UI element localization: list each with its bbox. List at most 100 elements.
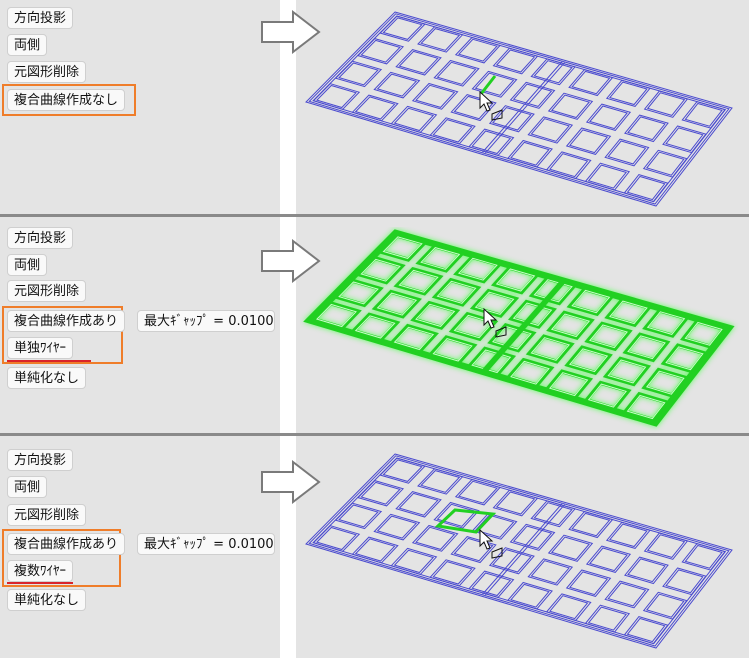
grid-cell xyxy=(454,36,501,64)
grid-cell-inner xyxy=(646,534,686,558)
outer-frame xyxy=(303,229,735,427)
grid-cell xyxy=(373,513,421,541)
grid-cell xyxy=(357,480,405,507)
grid-cell xyxy=(509,81,556,109)
composite-curve-off-button[interactable]: 複合曲線作成なし xyxy=(7,89,126,111)
grid-cell-inner xyxy=(627,335,666,360)
no-simplify-button[interactable]: 単純化なし xyxy=(7,367,87,389)
outer-frame xyxy=(305,453,733,649)
both-sides-button[interactable]: 両側 xyxy=(7,34,48,56)
grid-cell xyxy=(379,15,426,42)
grid-cell-inner xyxy=(420,470,461,493)
grid-cell-inner xyxy=(627,116,666,141)
grid-cell-inner xyxy=(589,547,628,572)
grid-cell-inner xyxy=(646,311,686,335)
grid-cell xyxy=(621,391,671,423)
grid-cell-inner xyxy=(626,617,666,643)
grid-cell xyxy=(679,319,728,349)
grid-cell xyxy=(466,346,517,377)
grid-cell-inner xyxy=(393,549,435,574)
grid-cell xyxy=(411,82,459,110)
cursor-icon xyxy=(479,528,503,559)
grid-cell xyxy=(429,117,476,145)
multiple-wire-button[interactable]: 複数ﾜｲﾔｰ xyxy=(7,560,74,582)
grid-cell xyxy=(395,49,442,76)
both-sides-button[interactable]: 両側 xyxy=(7,254,48,276)
grid-cell-inner xyxy=(587,164,627,189)
grid-cell xyxy=(566,286,615,317)
composite-curve-on-button[interactable]: 複合曲線作成あり xyxy=(7,533,126,555)
grid-cell-inner xyxy=(382,459,423,482)
grid-cell-inner xyxy=(457,480,498,504)
grid-cell xyxy=(642,591,688,620)
grid-cell xyxy=(643,90,689,118)
grid-cell xyxy=(527,116,574,144)
grid-cell xyxy=(471,70,518,98)
grid-cell xyxy=(602,356,652,387)
grid-cell-inner xyxy=(645,593,685,618)
grid-cell xyxy=(642,308,690,338)
grid-cell xyxy=(604,297,653,328)
outer-frame xyxy=(305,11,733,207)
grid-cell-inner xyxy=(569,129,609,154)
grid-cell xyxy=(547,92,594,120)
wireframe-viewport[interactable] xyxy=(300,227,749,433)
grid-cell-inner xyxy=(436,280,477,304)
grid-cell xyxy=(662,567,707,596)
projection-direction-button[interactable]: 方向投影 xyxy=(7,449,74,471)
grid-cell-inner xyxy=(315,303,357,328)
delete-original-button[interactable]: 元図形削除 xyxy=(7,504,87,526)
grid-cell-inner xyxy=(589,105,628,130)
grid-cell xyxy=(641,367,690,398)
cursor-icon xyxy=(479,90,503,121)
grid-cell-inner xyxy=(645,151,685,176)
grid-cell-inner xyxy=(569,571,609,596)
grid-cell xyxy=(584,162,631,191)
both-sides-button[interactable]: 両側 xyxy=(7,476,48,498)
max-gap-field[interactable]: 最大ｷﾞｬｯﾌﾟ = 0.0100 xyxy=(137,533,275,555)
grid-cell-inner xyxy=(550,313,591,338)
grid-cell xyxy=(490,265,541,295)
grid-cell xyxy=(585,545,632,573)
single-wire-button[interactable]: 単独ﾜｲﾔｰ xyxy=(7,337,74,359)
grid-cell xyxy=(471,512,518,540)
grid-cell-inner xyxy=(415,303,456,327)
grid-cell xyxy=(334,502,383,530)
no-simplify-button[interactable]: 単純化なし xyxy=(7,589,87,611)
wireframe-viewport[interactable] xyxy=(300,450,749,656)
grid-cell-inner xyxy=(398,50,439,74)
selected-edge xyxy=(479,75,497,95)
grid-cell-inner xyxy=(420,28,461,51)
grid-cell-inner xyxy=(432,119,473,143)
grid-cell xyxy=(527,558,574,586)
grid-cell-inner xyxy=(436,503,477,527)
right-arrow-icon xyxy=(261,10,321,54)
grid-cell-inner xyxy=(510,141,550,166)
delete-original-button[interactable]: 元図形削除 xyxy=(7,280,87,302)
max-gap-field[interactable]: 最大ｷﾞｬｯﾌﾟ = 0.0100 xyxy=(137,310,275,332)
grid-cell-inner xyxy=(415,84,456,108)
grid-cell xyxy=(388,323,439,353)
grid-cell-inner xyxy=(398,492,439,516)
grid-cell xyxy=(431,277,482,307)
grid-cell-inner xyxy=(457,257,498,281)
red-underline xyxy=(7,360,91,362)
composite-curve-on-button[interactable]: 複合曲線作成あり xyxy=(7,310,126,332)
grid-cell-inner xyxy=(432,561,473,585)
grid-cell xyxy=(390,105,438,133)
grid-cell-inner xyxy=(457,38,498,62)
projection-direction-button[interactable]: 方向投影 xyxy=(7,7,74,29)
grid-cell xyxy=(604,580,650,609)
grid-cell-inner xyxy=(495,268,536,292)
grid-cell-inner xyxy=(474,72,515,96)
grid-cell xyxy=(584,321,633,352)
center-divider xyxy=(482,61,563,153)
projection-direction-button[interactable]: 方向投影 xyxy=(7,227,74,249)
delete-original-button[interactable]: 元図形削除 xyxy=(7,61,87,83)
right-arrow-icon xyxy=(261,460,321,504)
grid-cell-inner xyxy=(607,582,647,607)
wireframe-viewport[interactable] xyxy=(300,8,749,214)
grid-cell xyxy=(525,334,575,364)
grid-cell xyxy=(334,60,383,88)
grid-cell xyxy=(605,79,651,107)
